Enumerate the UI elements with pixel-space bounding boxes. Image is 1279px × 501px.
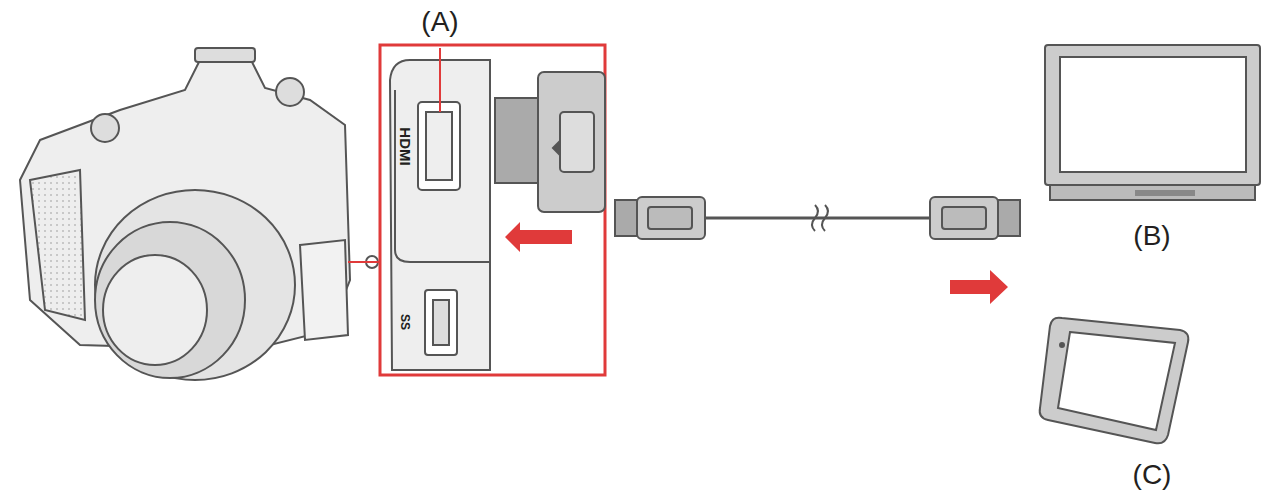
insert-arrow — [505, 222, 572, 252]
callout-label: (A) — [421, 6, 458, 38]
port-label: SS — [398, 314, 412, 330]
television — [1045, 45, 1260, 200]
leader-line — [439, 48, 441, 112]
port-label: HDMI — [396, 127, 413, 165]
external-monitor — [1040, 318, 1189, 444]
camera — [20, 48, 378, 380]
callout-label: (B) — [1133, 220, 1170, 252]
hdmi-cable — [615, 197, 1020, 239]
connect-arrow — [950, 270, 1008, 304]
hdmi-plug — [495, 72, 605, 212]
callout-label: (C) — [1133, 459, 1172, 491]
inset-frame — [380, 45, 605, 375]
